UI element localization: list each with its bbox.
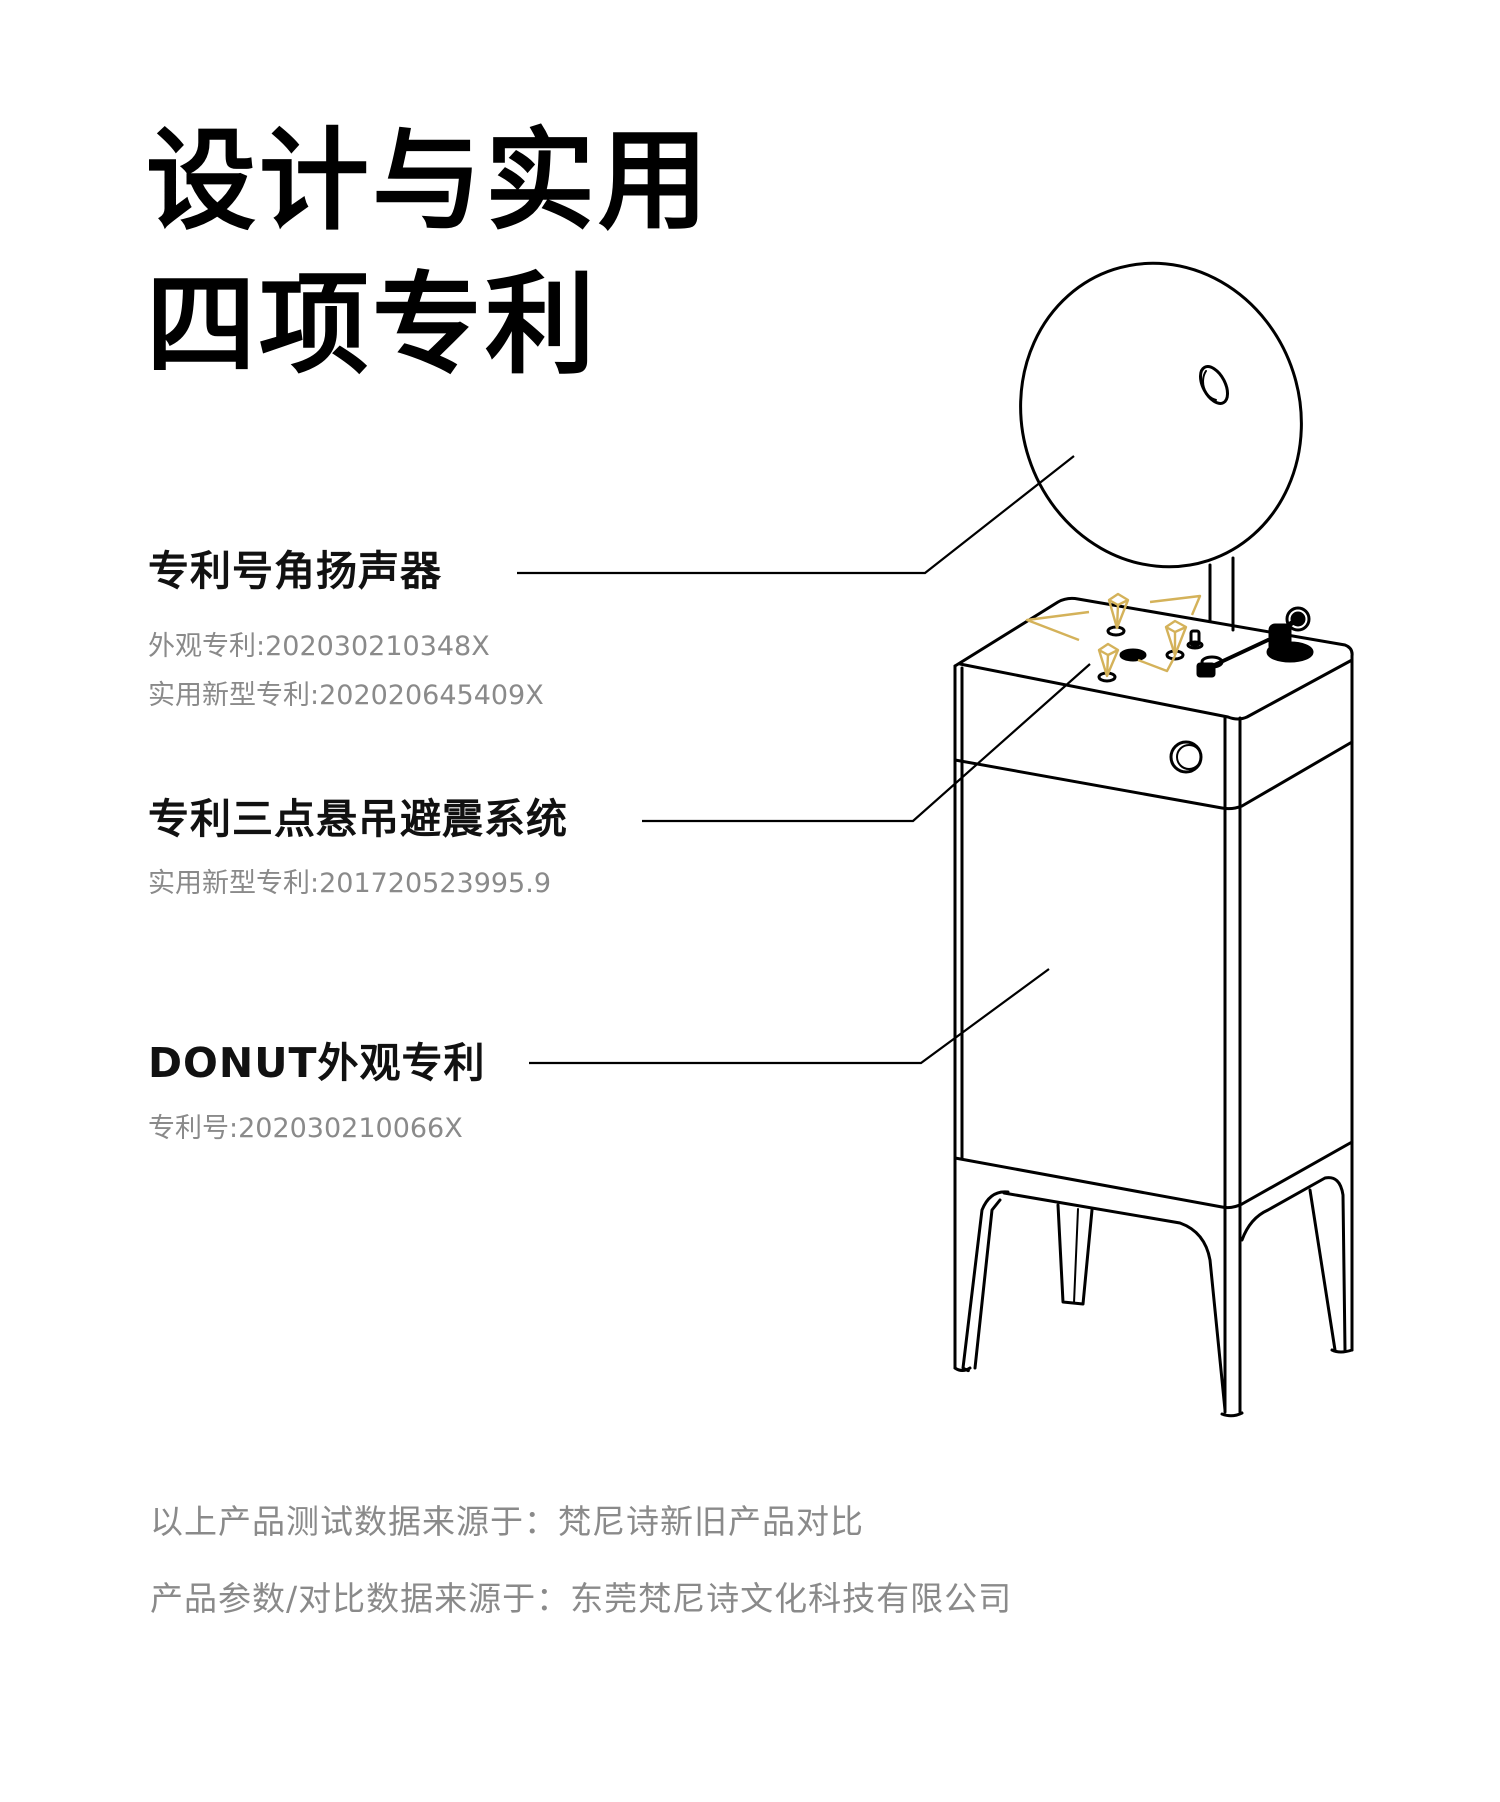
page-title-line-2: 四项专利 <box>146 261 598 389</box>
flow-line-right <box>1149 594 1202 616</box>
suspension-mount-icons <box>1097 625 1204 683</box>
flow-line-left <box>1025 610 1090 642</box>
suspension-cone-icon <box>1164 619 1188 657</box>
feature-detail-donut-patent: 专利号:202030210066X <box>148 1113 463 1144</box>
leader-lines <box>517 455 1091 1065</box>
leader-line-donut <box>529 968 1050 1065</box>
suspension-accent-icons <box>1025 592 1202 678</box>
footnote-test-data-source: 以上产品测试数据来源于：梵尼诗新旧产品对比 <box>150 1502 864 1541</box>
feature-heading-suspension-system: 专利三点悬吊避震系统 <box>148 795 568 843</box>
feature-detail-design-patent: 外观专利:202030210348X <box>148 631 490 662</box>
page-title-line-1: 设计与实用 <box>146 117 711 245</box>
leader-line-horn-speaker <box>517 455 1075 575</box>
footnote-parameter-data-source: 产品参数/对比数据来源于：东莞梵尼诗文化科技有限公司 <box>150 1579 1013 1618</box>
suspension-cone-icon <box>1097 642 1120 678</box>
horn-speaker-icon <box>1019 261 1303 632</box>
cabinet-legs-icon <box>953 1176 1354 1418</box>
feature-detail-utility-patent: 实用新型专利:202020645409X <box>148 680 544 711</box>
cabinet-top-icon <box>953 596 1354 1414</box>
feature-heading-donut-design: DONUT外观专利 <box>148 1039 486 1087</box>
leader-line-suspension <box>642 663 1091 823</box>
feature-detail-suspension-patent: 实用新型专利:201720523995.9 <box>148 868 551 899</box>
tonearm-icon <box>1196 606 1314 678</box>
suspension-cone-icon <box>1107 592 1130 630</box>
feature-heading-horn-speaker: 专利号角扬声器 <box>148 547 442 595</box>
flow-line-bottom <box>1137 655 1177 673</box>
